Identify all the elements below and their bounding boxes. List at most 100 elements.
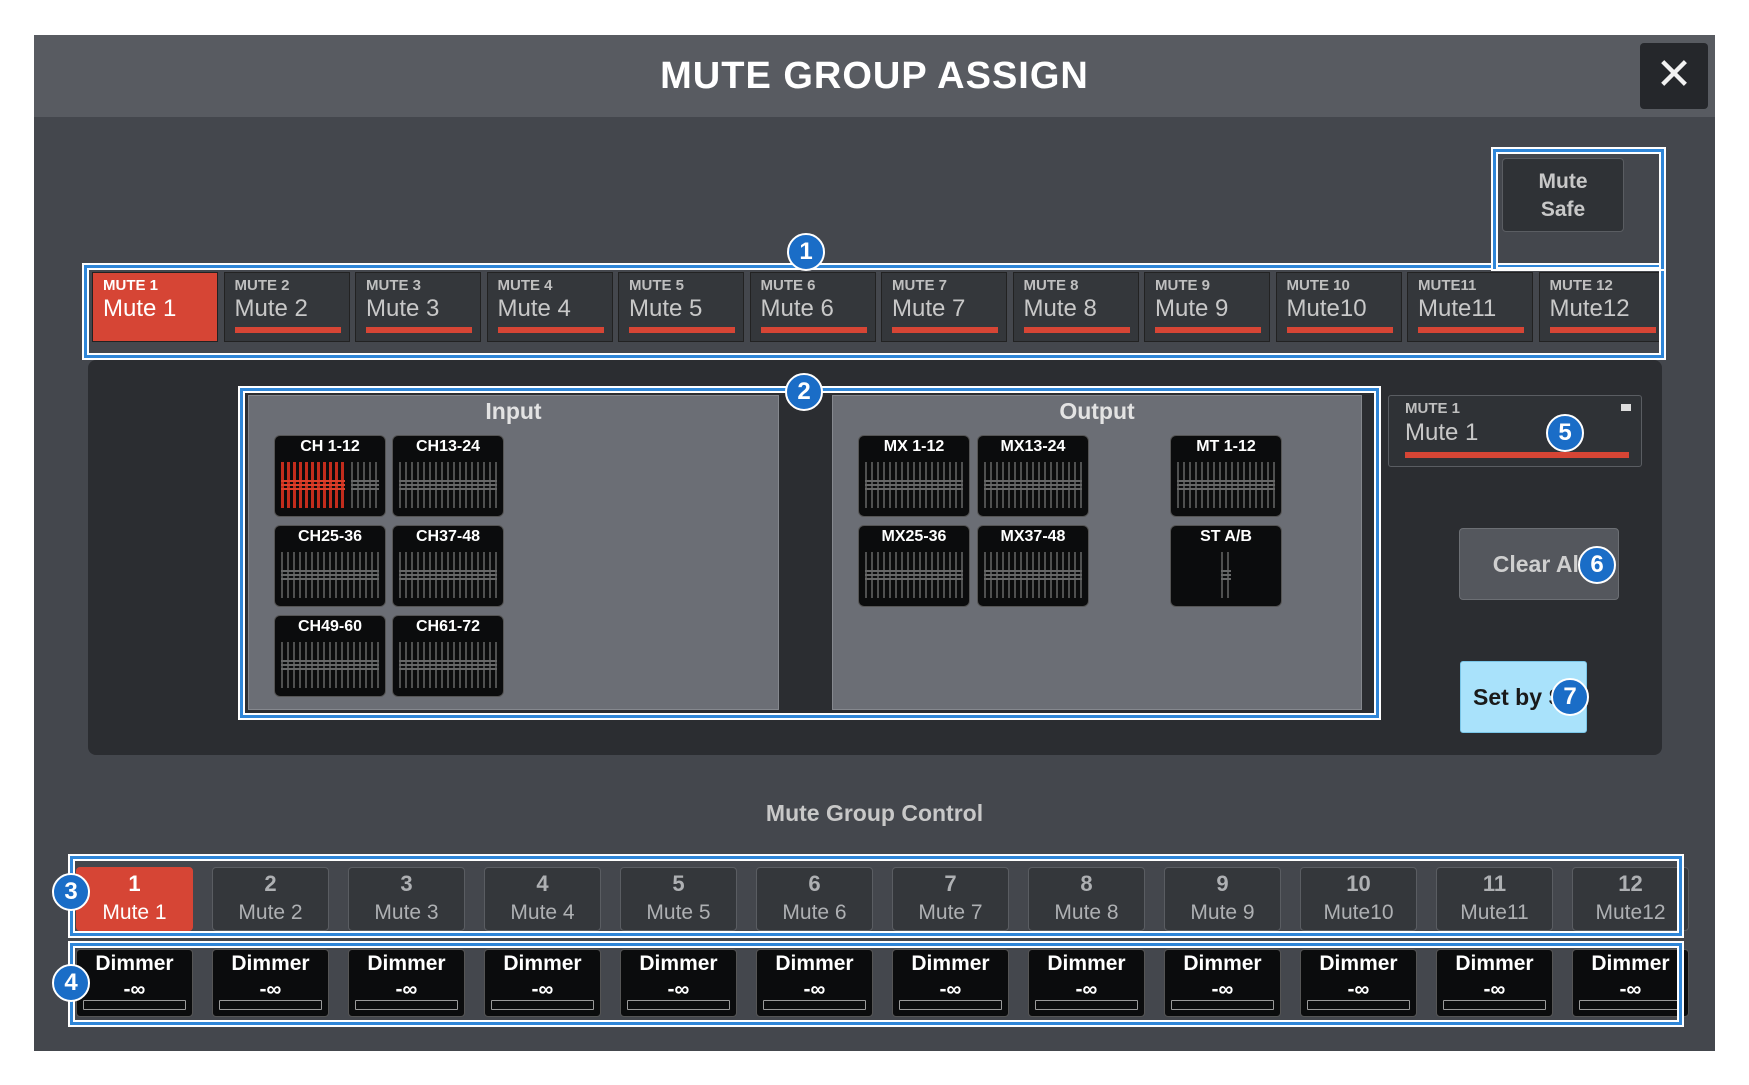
input-block-ch13-24[interactable]: CH13-24 — [392, 435, 504, 517]
mute-group-name: Mute 7 — [918, 901, 983, 924]
output-block-mt-1-12[interactable]: MT 1-12 — [1170, 435, 1282, 517]
mute-tab-name: Mute11 — [1418, 295, 1497, 322]
dimmer-value: -∞ — [667, 978, 690, 1001]
fader-strip-icon — [399, 462, 497, 508]
output-block-mx-1-12[interactable]: MX 1-12 — [858, 435, 970, 517]
input-block-ch49-60[interactable]: CH49-60 — [274, 615, 386, 697]
fader-strip-icon — [399, 642, 497, 688]
block-label: CH25-36 — [297, 528, 363, 545]
input-block-ch25-36[interactable]: CH25-36 — [274, 525, 386, 607]
mute-group-number: 1 — [128, 871, 141, 896]
mute-tab-bar — [1549, 327, 1656, 333]
mute-group-number: 4 — [536, 871, 549, 896]
dimmer-knob-12[interactable]: Dimmer-∞ — [1572, 949, 1689, 1017]
dimmer-label: Dimmer — [503, 952, 582, 975]
dimmer-value: -∞ — [531, 978, 554, 1001]
mute-tab-id: MUTE 9 — [1155, 277, 1211, 294]
dimmer-value: -∞ — [123, 978, 146, 1001]
dimmer-knob-8[interactable]: Dimmer-∞ — [1028, 949, 1145, 1017]
dimmer-knob-3[interactable]: Dimmer-∞ — [348, 949, 465, 1017]
dimmer-knob-7[interactable]: Dimmer -∞ — [892, 949, 1009, 1017]
dimmer-knob-1[interactable]: Dimmer-∞ — [76, 949, 193, 1017]
output-title: Output — [1059, 398, 1135, 424]
dimmer-value: -∞ — [939, 978, 962, 1001]
block-label: ST A/B — [1200, 528, 1252, 545]
mute-group-name: Mute 1 — [102, 901, 167, 924]
dimmer-meter — [219, 1000, 322, 1010]
dimmer-meter — [491, 1000, 594, 1010]
dimmer-label: Dimmer — [231, 952, 310, 975]
dimmer-value: -∞ — [803, 978, 826, 1001]
fader-strip-icon — [865, 552, 963, 598]
output-block-mx13-24[interactable]: MX13-24 — [977, 435, 1089, 517]
dimmer-knob-11[interactable]: Dimmer-∞ — [1436, 949, 1553, 1017]
mute-tab-name: Mute10 — [1286, 295, 1367, 322]
dimmer-knob-4[interactable]: Dimmer -∞ — [484, 949, 601, 1017]
fader-strip-icon — [1177, 462, 1275, 508]
selected-mute-name: Mute 1 — [1405, 419, 1479, 446]
block-label: MX37-48 — [1000, 528, 1066, 545]
edit-corner-icon — [1621, 404, 1631, 411]
dimmer-label: Dimmer — [911, 952, 990, 975]
mute-group-name: Mute11 — [1460, 901, 1529, 924]
mute-tab-bar — [892, 327, 998, 333]
dialog-title: MUTE GROUP ASSIGN — [660, 55, 1089, 97]
block-label: MX13-24 — [1000, 438, 1066, 455]
close-button[interactable]: ✕ — [1640, 43, 1708, 109]
dimmer-meter — [1443, 1000, 1546, 1010]
input-block-ch61-72[interactable]: CH61-72 — [392, 615, 504, 697]
output-block-mx37-48[interactable]: MX37-48 — [977, 525, 1089, 607]
dimmer-knob-6[interactable]: Dimmer-∞ — [756, 949, 873, 1017]
callout-marker-3: 3 — [52, 873, 90, 911]
fader-strip-icon — [399, 552, 497, 598]
input-block-ch37-48[interactable]: CH37-48 — [392, 525, 504, 607]
selected-mute-id: MUTE 1 — [1405, 400, 1461, 417]
dimmer-meter — [355, 1000, 458, 1010]
mute-safe-button[interactable]: Mute Safe — [1502, 158, 1624, 232]
callout-frame-4 — [70, 943, 1682, 1025]
mute-group-number: 2 — [264, 871, 277, 896]
selected-mute-group[interactable]: MUTE 1 Mute 1 — [1388, 395, 1642, 467]
input-block-ch-1-12[interactable]: CH 1-12 — [274, 435, 386, 517]
dimmer-knob-5[interactable]: Dimmer-∞ — [620, 949, 737, 1017]
mute-tab-id: MUTE 7 — [892, 277, 948, 294]
dimmer-knob-9[interactable]: Dimmer-∞ — [1164, 949, 1281, 1017]
selected-mute-bar — [1405, 452, 1629, 458]
dimmer-label: Dimmer — [1591, 952, 1670, 975]
mute-tab-id: MUTE 6 — [760, 277, 816, 294]
mute-tab-bar — [1286, 327, 1393, 333]
mute-tab-name: Mute 7 — [892, 295, 966, 322]
mute-group-number: 3 — [400, 871, 413, 896]
mute-safe-label-line1: Mute — [1538, 170, 1588, 193]
output-block-mx25-36[interactable]: MX25-36 — [858, 525, 970, 607]
dimmer-knob-2[interactable]: Dimmer-∞ — [212, 949, 329, 1017]
dimmer-knob-10[interactable]: Dimmer-∞ — [1300, 949, 1417, 1017]
callout-marker-5: 5 — [1546, 414, 1584, 452]
mute-group-number: 9 — [1216, 871, 1229, 896]
output-block-st-a-b[interactable]: ST A/B — [1170, 525, 1282, 607]
dimmer-value: -∞ — [395, 978, 418, 1001]
